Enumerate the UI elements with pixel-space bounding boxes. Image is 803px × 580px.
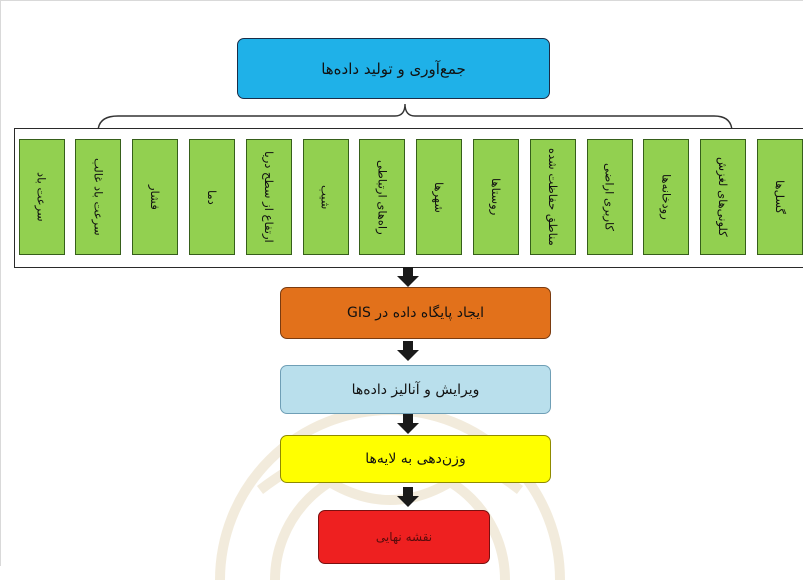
category-box: کلونی‌های لغزش [700,139,747,255]
category-label: کاربری اراضی [602,162,617,232]
category-box: شهرها [416,139,463,255]
category-label: راه‌های ارتباطی [375,159,390,235]
edit-analysis-box: ویرایش و آنالیز داده‌ها [280,365,551,414]
category-label: دما [205,189,219,205]
category-box: دما [189,139,235,255]
down-arrow-icon [397,267,419,287]
category-box: فشار [132,139,179,255]
category-box: ارتفاع از سطح دریا [245,139,292,255]
edit-analysis-label: ویرایش و آنالیز داده‌ها [351,381,480,398]
final-map-box: نقشه نهایی [318,510,490,564]
category-box: سرعت باد [18,139,65,255]
category-label: ارتفاع از سطح دریا [261,151,276,243]
category-box: رودخانه‌ها [643,139,690,255]
diagram-frame [0,0,803,566]
category-label: کلونی‌های لغزش [716,157,731,237]
category-label: شیب [318,184,333,210]
layer-weighting-label: وزن‌دهی به لایه‌ها [365,451,466,467]
gis-database-box: ایجاد پایگاه داده در GIS [280,287,551,339]
category-label: روستاها [489,178,503,216]
category-label: فشار [148,184,163,210]
category-box: گسل‌ها [757,139,803,255]
category-label: رودخانه‌ها [659,174,674,220]
data-collection-label: جمع‌آوری و تولید داده‌ها [321,59,466,78]
category-box: سرعت باد غالب [75,139,122,255]
category-box: راه‌های ارتباطی [359,139,406,255]
category-label: شهرها [432,181,447,213]
category-box: مناطق حفاظت شده [529,139,576,255]
gis-database-label: ایجاد پایگاه داده در GIS [346,305,485,321]
down-arrow-icon [397,414,419,434]
final-map-label: نقشه نهایی [375,530,433,544]
data-collection-box: جمع‌آوری و تولید داده‌ها [237,38,550,99]
category-box: روستاها [473,139,519,255]
category-box: کاربری اراضی [586,139,633,255]
category-label: مناطق حفاظت شده [545,148,560,246]
down-arrow-icon [397,487,419,507]
category-label: سرعت باد غالب [91,158,106,236]
category-label: سرعت باد [34,172,49,222]
down-arrow-icon [397,341,419,361]
layer-weighting-box: وزن‌دهی به لایه‌ها [280,435,551,483]
category-label: گسل‌ها [773,179,787,214]
category-box: شیب [302,139,349,255]
